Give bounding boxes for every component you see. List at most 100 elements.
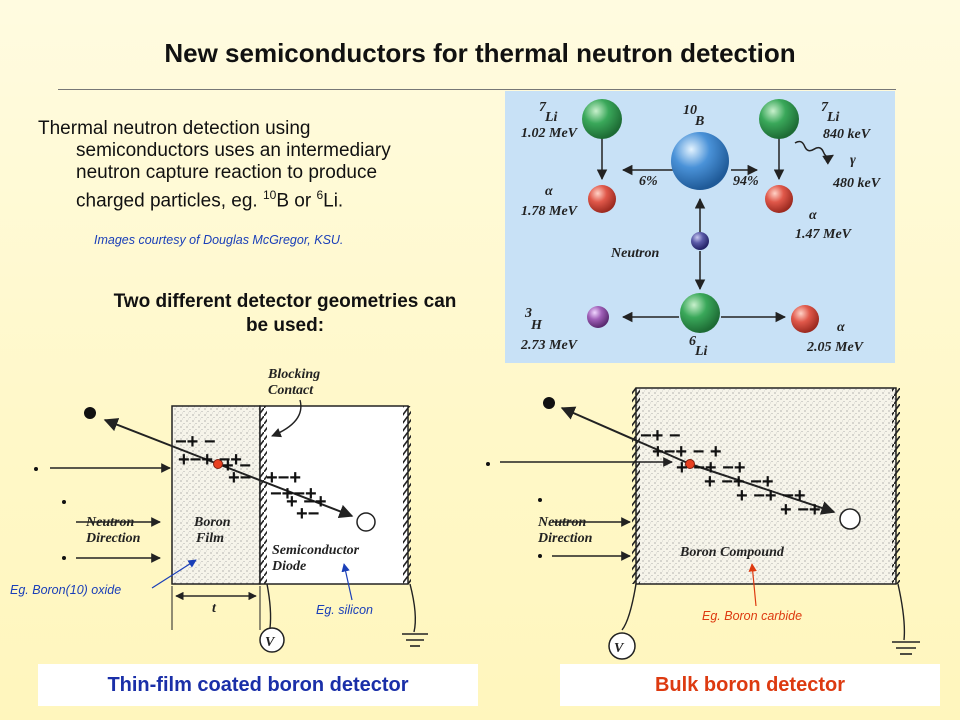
neutron-label: Neutron bbox=[610, 246, 659, 261]
svg-text:+−: +− bbox=[228, 467, 251, 489]
li6-sphere bbox=[680, 293, 720, 333]
blocking-contact-label-1: Blocking bbox=[267, 367, 320, 382]
li7-right-energy: 840 keV bbox=[823, 127, 872, 142]
gamma-wavy-arrow bbox=[794, 140, 834, 165]
voltmeter-icon-bulk bbox=[608, 632, 636, 660]
neutron-direction-label-2: Direction bbox=[85, 531, 141, 546]
note-silicon-pointer bbox=[341, 563, 353, 601]
circuit-wire-left bbox=[266, 583, 272, 629]
image-credit: Images courtesy of Douglas McGregor, KSU… bbox=[94, 233, 344, 247]
boron-film-label-2: Film bbox=[195, 531, 224, 546]
intro-line-4-suffix: Li. bbox=[323, 190, 344, 212]
boron-mass-number: 10 bbox=[262, 188, 277, 202]
intro-line-4-mid: B or bbox=[276, 190, 317, 212]
geometries-heading-line-1: Two different detector geometries can bbox=[113, 291, 457, 312]
li-ion-particle bbox=[84, 407, 96, 419]
voltmeter-icon bbox=[259, 627, 285, 653]
capture-point bbox=[213, 459, 223, 469]
back-contact-layer-bulk bbox=[892, 388, 900, 584]
geometries-heading: Two different detector geometries can be… bbox=[40, 290, 530, 338]
svg-text:+−+ −+: +−+ −+ bbox=[178, 449, 242, 471]
intro-line-4-prefix: charged particles, eg. bbox=[76, 190, 263, 212]
alpha-right-symbol: α bbox=[809, 208, 817, 223]
svg-text:−+−+: −+−+ bbox=[270, 483, 317, 505]
boron-film-layer bbox=[171, 405, 261, 585]
note-silicon: Eg. silicon bbox=[316, 603, 373, 617]
semiconductor-diode-body bbox=[259, 405, 409, 585]
h3-energy: 2.73 MeV bbox=[520, 338, 579, 353]
svg-text:+ −+ −+: + −+ −+ bbox=[704, 471, 774, 493]
note-oxide-pointer bbox=[151, 559, 197, 589]
li7-right-symbol: Li bbox=[826, 110, 840, 125]
alpha-right-energy: 1.47 MeV bbox=[795, 227, 853, 242]
blocking-contact-layer bbox=[260, 406, 267, 584]
h3-sphere bbox=[587, 306, 609, 328]
thin-film-detector-diagram: −+ − +−+ −+ + − +− +−+ −+−+ + −+ +− Neut… bbox=[10, 367, 428, 653]
h3-symbol: H bbox=[530, 318, 543, 333]
li6-mass: 6 bbox=[689, 334, 696, 349]
voltmeter-label: V bbox=[265, 635, 276, 650]
alpha-track-bulk bbox=[689, 463, 836, 515]
svg-text:+ −: + − bbox=[222, 455, 251, 477]
capture-point-bulk bbox=[685, 459, 695, 469]
geometries-heading-line-2: be used: bbox=[245, 315, 325, 336]
neutron-dot-bulk bbox=[486, 462, 490, 466]
bulk-caption: Bulk boron detector bbox=[560, 664, 940, 706]
b10-mass: 10 bbox=[683, 103, 697, 118]
circuit-wire-bulk-left bbox=[621, 583, 637, 631]
blocking-contact-label-2: Contact bbox=[268, 383, 314, 398]
circuit-wire-bulk-right bbox=[897, 583, 906, 641]
circuit-wire-right bbox=[409, 583, 417, 633]
intro-line-3: neutron capture reaction to produce bbox=[76, 162, 378, 183]
alpha-left-energy: 1.78 MeV bbox=[521, 204, 579, 219]
front-contact-layer bbox=[632, 388, 640, 584]
li6-symbol: Li bbox=[694, 344, 708, 359]
back-contact-layer bbox=[403, 406, 411, 584]
li-ion-track bbox=[103, 418, 219, 465]
h3-mass: 3 bbox=[524, 306, 532, 321]
svg-text:+ −+: + −+ bbox=[780, 499, 821, 521]
alpha-left-sphere bbox=[588, 185, 616, 213]
alpha-bottom-sphere bbox=[791, 305, 819, 333]
li-ion-track-bulk bbox=[560, 406, 691, 465]
note-boron-carbide: Eg. Boron carbide bbox=[702, 609, 802, 623]
intro-line-2: semiconductors uses an intermediary bbox=[76, 140, 391, 161]
intro-line-4: charged particles, eg. 10B or 6Li. bbox=[38, 184, 490, 212]
li7-left-energy: 1.02 MeV bbox=[521, 126, 579, 141]
blocking-contact-pointer bbox=[271, 399, 302, 438]
li-ion-particle-bulk bbox=[543, 397, 555, 409]
thin-film-caption: Thin-film coated boron detector bbox=[38, 664, 478, 706]
charge-pairs-bulk: −+ − bbox=[640, 425, 681, 447]
alpha-left-symbol: α bbox=[545, 184, 553, 199]
li7-right-mass: 7 bbox=[821, 100, 829, 115]
boron-compound-label: Boron Compound bbox=[679, 545, 785, 560]
neutron-direction-bulk-1: Neutron bbox=[537, 515, 586, 530]
reaction-diagram: 7 Li 1.02 MeV 10 B 7 Li 840 keV γ 480 ke… bbox=[520, 99, 882, 359]
li7-right-sphere bbox=[759, 99, 799, 139]
b10-sphere bbox=[671, 132, 729, 190]
branch-right-percent: 94% bbox=[733, 174, 759, 189]
branch-left-percent: 6% bbox=[639, 174, 658, 189]
li7-left-mass: 7 bbox=[539, 100, 547, 115]
neutron-direction-bulk-2: Direction bbox=[537, 531, 593, 546]
svg-text:+−: +− bbox=[296, 503, 319, 525]
semiconductor-diode-label-1: Semiconductor bbox=[272, 543, 360, 558]
alpha-particle bbox=[356, 512, 376, 532]
title-divider bbox=[58, 89, 896, 90]
bulk-detector-diagram: −+ − +−+ − + + −+ −+ + −+ −+ + −+ −+ + −… bbox=[486, 387, 920, 660]
boron-compound-block bbox=[635, 387, 897, 585]
neutron-sphere bbox=[691, 232, 709, 250]
svg-text:+ −+ −+: + −+ −+ bbox=[736, 485, 806, 507]
b10-symbol: B bbox=[694, 114, 704, 129]
thickness-label: t bbox=[212, 601, 217, 616]
voltmeter-label-bulk: V bbox=[614, 641, 625, 656]
gamma-energy: 480 keV bbox=[832, 176, 882, 191]
svg-text:+ −+ −+: + −+ −+ bbox=[676, 457, 746, 479]
reaction-diagram-panel: 7 Li 1.02 MeV 10 B 7 Li 840 keV γ 480 ke… bbox=[505, 91, 895, 363]
charge-pairs-thin: −+ − bbox=[175, 431, 216, 453]
svg-text:+−+: +−+ bbox=[266, 467, 301, 489]
alpha-track bbox=[217, 463, 354, 518]
lithium-mass-number: 6 bbox=[316, 188, 324, 202]
neutron-dot bbox=[34, 467, 38, 471]
intro-line-1: Thermal neutron detection using bbox=[38, 118, 311, 139]
